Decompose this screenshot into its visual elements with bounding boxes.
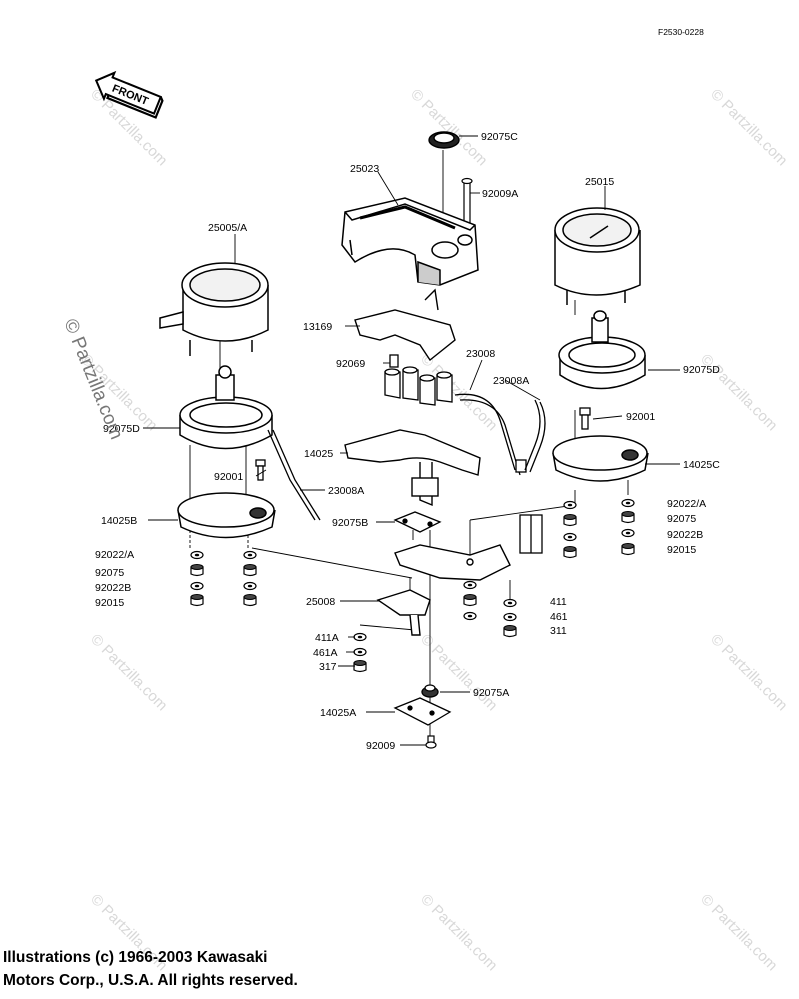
part-label-92022a: 92022/A: [95, 549, 134, 561]
plate-14025a: [393, 697, 452, 726]
copyright-line-1: Illustrations (c) 1966-2003 Kawasaki: [3, 949, 268, 966]
nut: [353, 660, 367, 673]
washer: [621, 498, 635, 508]
watermark-text: © Partzilla.com: [417, 891, 500, 974]
leader-lines: [143, 135, 680, 746]
bracket-13169: [354, 288, 456, 362]
nut: [243, 594, 257, 607]
part-label-311: 311: [550, 625, 567, 637]
screw-92009: [425, 735, 437, 749]
watermark-text: © Partzilla.com: [87, 631, 170, 714]
wire-23008a-left: [267, 429, 321, 521]
part-label-25008: 25008: [306, 596, 335, 608]
part-label-14025a: 14025A: [320, 707, 356, 719]
cup-14025b: [177, 492, 276, 539]
washer: [243, 550, 257, 560]
part-label-461a: 461A: [313, 647, 338, 659]
part-label-92075d: 92075D: [103, 423, 140, 435]
part-label-411a: 411A: [315, 632, 339, 644]
part-label-461: 461: [550, 611, 568, 623]
washer: [190, 550, 204, 560]
nut: [503, 625, 517, 638]
washer: [621, 528, 635, 538]
bolt-92001-right: [579, 407, 591, 430]
washer: [353, 647, 367, 657]
copyright-line-2: Motors Corp., U.S.A. All rights reserved…: [3, 972, 298, 989]
connector-23008: [519, 514, 543, 554]
part-label-25023: 25023: [350, 163, 379, 175]
base-plate: [394, 544, 511, 581]
copyright-notice: Illustrations (c) 1966-2003 Kawasaki Mot…: [3, 946, 423, 992]
part-label-14025c: 14025C: [683, 459, 720, 471]
part-label-92075: 92075: [95, 567, 124, 579]
bracket-14025: [344, 429, 481, 507]
nut: [563, 514, 577, 527]
washer: [463, 611, 477, 621]
part-label-23008a: 23008A: [328, 485, 364, 497]
washer: [563, 500, 577, 510]
washer: [503, 612, 517, 622]
part-label-92075d: 92075D: [683, 364, 720, 376]
part-label-92075: 92075: [667, 513, 696, 525]
part-label-92009a: 92009A: [482, 188, 518, 200]
washer: [190, 581, 204, 591]
speedometer-25005a: [159, 262, 269, 356]
part-label-25005a: 25005/A: [208, 222, 247, 234]
watermark-text: © Partzilla.com: [707, 631, 790, 714]
nut: [621, 511, 635, 524]
part-label-92075a: 92075A: [473, 687, 509, 699]
part-label-92015: 92015: [667, 544, 696, 556]
washer: [503, 598, 517, 608]
part-label-92069: 92069: [336, 358, 365, 370]
bulb-sockets-92069: [384, 354, 453, 406]
part-label-23008: 23008: [466, 348, 495, 360]
nut: [243, 564, 257, 577]
cup-14025c: [552, 435, 649, 482]
grommet-92075c: [428, 131, 460, 149]
grommet-92075a: [421, 684, 439, 698]
nut: [190, 564, 204, 577]
part-label-317: 317: [319, 661, 337, 673]
part-label-411: 411: [550, 596, 567, 608]
part-label-92075c: 92075C: [481, 131, 518, 143]
part-label-92009: 92009: [366, 740, 395, 752]
part-label-92022b: 92022B: [95, 582, 131, 594]
watermark-text: © Partzilla.com: [697, 891, 780, 974]
part-label-14025b: 14025B: [101, 515, 137, 527]
hardware-stacks: [190, 498, 635, 673]
part-label-92001: 92001: [626, 411, 655, 423]
plate-92075b: [393, 511, 442, 533]
nut: [463, 594, 477, 607]
part-label-14025: 14025: [304, 448, 333, 460]
wire-harness-23008: [454, 393, 546, 476]
ring-92075d-left: [179, 365, 273, 450]
bracket-25008: [376, 589, 431, 636]
watermark-text: © Partzilla.com: [407, 86, 490, 169]
part-label-25015: 25015: [585, 176, 614, 188]
bolt-92001-left: [255, 459, 266, 481]
washer: [243, 581, 257, 591]
part-label-92022b: 92022B: [667, 529, 703, 541]
part-label-92001: 92001: [214, 471, 243, 483]
nut: [621, 543, 635, 556]
part-label-23008a: 23008A: [493, 375, 529, 387]
drawing-code: F2530-0228: [658, 27, 704, 37]
nut: [190, 594, 204, 607]
part-labels: 92075C 25023 92009A 25015 25005/A 13169 23008 9…: [95, 131, 720, 752]
part-label-92015: 92015: [95, 597, 124, 609]
washer: [463, 580, 477, 590]
ring-92075d-right: [558, 310, 646, 390]
tachometer-25015: [554, 207, 641, 305]
washer: [353, 632, 367, 642]
nut: [563, 546, 577, 559]
instrument-cover-25023: [341, 197, 479, 286]
part-label-92022a: 92022/A: [667, 498, 706, 510]
washer: [563, 532, 577, 542]
part-label-92075b: 92075B: [332, 517, 368, 529]
watermark-text: © Partzilla.com: [707, 86, 790, 169]
part-label-13169: 13169: [303, 321, 332, 333]
